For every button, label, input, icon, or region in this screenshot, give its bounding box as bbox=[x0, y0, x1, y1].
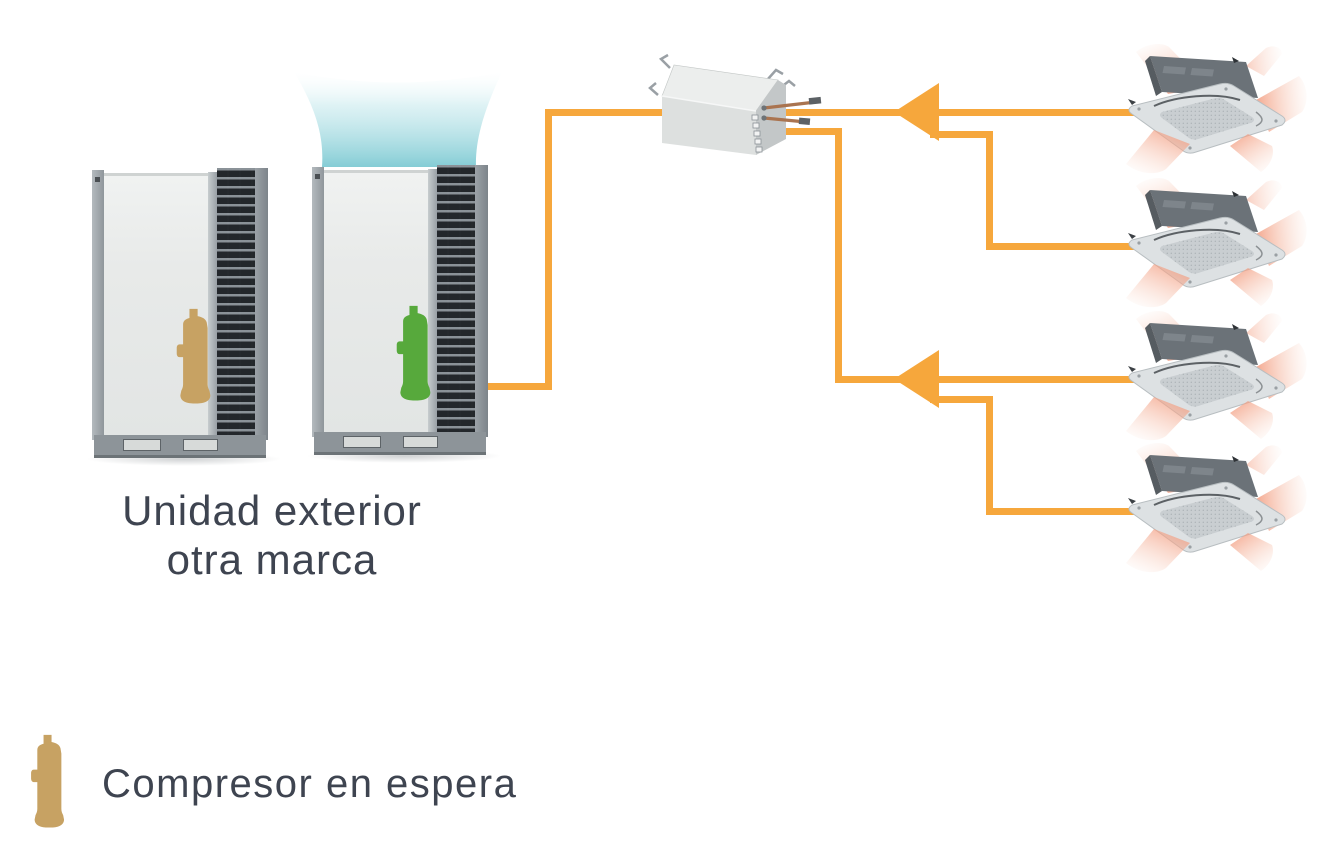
indoor-cassette-unit-1 bbox=[1106, 42, 1311, 177]
base-slot bbox=[183, 439, 219, 451]
outdoor-unit-caption: Unidad exterior otra marca bbox=[62, 486, 482, 584]
compressor-standby-icon bbox=[174, 308, 214, 408]
unit-side-louvre-grille bbox=[217, 168, 255, 440]
flow-arrow-icon-top bbox=[894, 83, 939, 141]
indoor-cassette-unit-4 bbox=[1106, 441, 1311, 576]
branch-distribution-box bbox=[648, 53, 822, 155]
pipe-outdoor-stub bbox=[488, 383, 552, 390]
legend: Compresor en espera bbox=[0, 720, 700, 850]
pipe-main-top-run bbox=[545, 109, 1145, 116]
pipe-branch1-horizontal bbox=[930, 131, 993, 138]
compressor-active-icon bbox=[394, 305, 434, 405]
unit-frame-post bbox=[312, 167, 324, 437]
base-slot bbox=[403, 436, 439, 448]
pipe-branch2-vertical bbox=[986, 396, 993, 515]
unit-frame-post bbox=[208, 172, 217, 439]
unit-base-frame bbox=[314, 432, 486, 455]
legend-label: Compresor en espera bbox=[102, 762, 518, 806]
outdoor-unit-caption-line1: Unidad exterior bbox=[122, 487, 422, 534]
pipe-left-vertical bbox=[545, 109, 552, 390]
unit-base-frame bbox=[94, 435, 266, 458]
pipe-trunk-vertical bbox=[835, 128, 842, 383]
outdoor-unit-standby bbox=[86, 168, 282, 466]
unit-frame-post bbox=[428, 169, 437, 436]
outdoor-unit-active bbox=[306, 165, 502, 463]
pipe-branch1-run bbox=[986, 243, 1146, 250]
flow-arrow-icon-bottom bbox=[894, 350, 939, 408]
airflow-discharge-glow-icon bbox=[294, 72, 502, 167]
pipe-trunk-horizontal bbox=[770, 128, 842, 135]
unit-frame-post bbox=[475, 165, 488, 437]
compressor-standby-legend-icon bbox=[30, 734, 66, 832]
pipe-branch2-horizontal bbox=[930, 396, 993, 403]
indoor-cassette-unit-2 bbox=[1106, 176, 1311, 311]
unit-side-louvre-grille bbox=[437, 165, 475, 437]
outdoor-unit-caption-line2: otra marca bbox=[166, 536, 378, 584]
pipe-row3-run bbox=[835, 376, 1145, 383]
base-slot bbox=[343, 436, 382, 448]
pipe-branch1-vertical bbox=[986, 131, 993, 250]
unit-frame-post bbox=[92, 170, 104, 440]
unit-frame-post bbox=[255, 168, 268, 440]
base-slot bbox=[123, 439, 162, 451]
indoor-cassette-unit-3 bbox=[1106, 309, 1311, 444]
pipe-branch2-run bbox=[986, 508, 1146, 515]
